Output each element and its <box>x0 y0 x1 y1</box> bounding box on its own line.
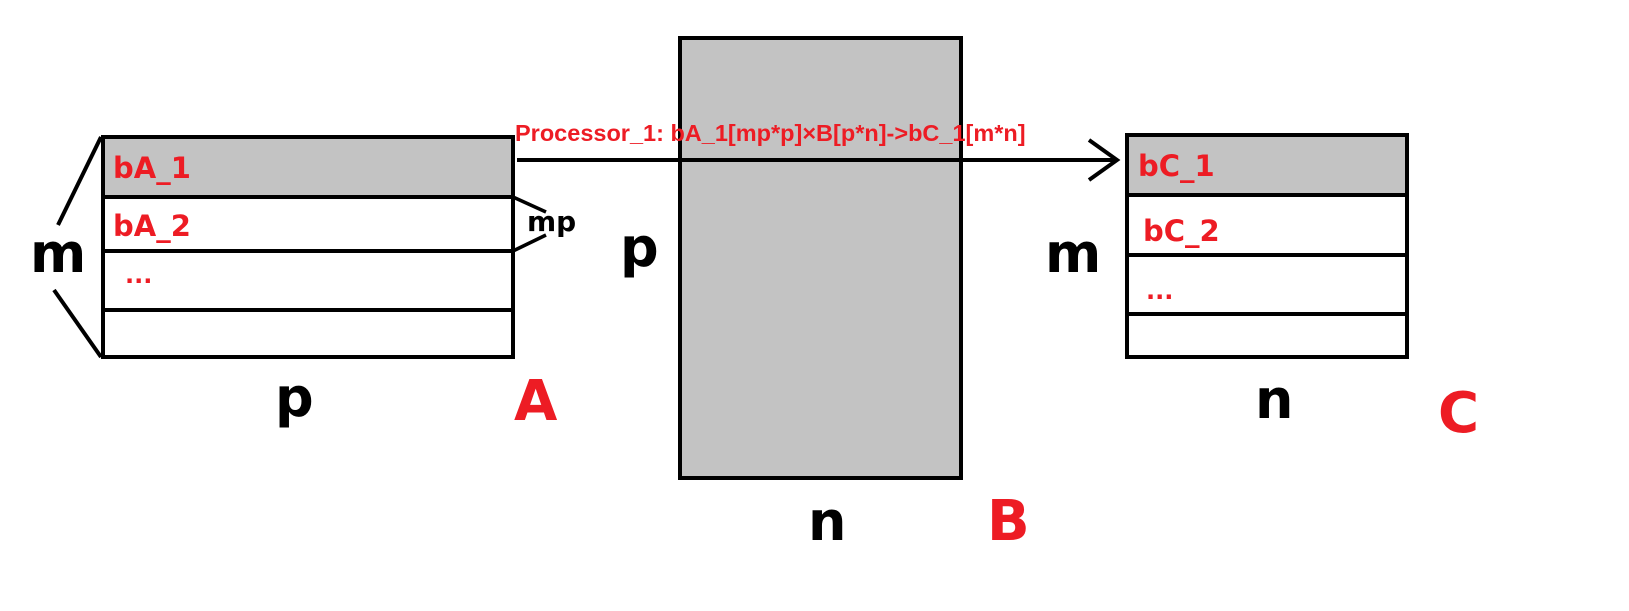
matrix-a: bA_1 bA_2 ... m mp p A <box>30 135 576 434</box>
matrix-a-outline <box>101 135 515 359</box>
matrix-a-block-2-label: bA_2 <box>113 209 191 243</box>
matrix-c-block-ellipsis: ... <box>1146 277 1173 305</box>
matrix-a-block-1-highlight <box>103 137 513 197</box>
matrix-c-rows-label: m <box>1045 222 1101 285</box>
matrix-a-block-brace-top <box>512 195 547 214</box>
matrix-c-cols-label: n <box>1255 368 1293 431</box>
matrix-b-name: B <box>987 489 1030 554</box>
matrix-c-block-2-label: bC_2 <box>1143 214 1220 248</box>
matrix-b-rect <box>678 36 963 480</box>
matrix-a-block-ellipsis: ... <box>125 261 152 289</box>
matrix-a-cols-label: p <box>275 366 314 429</box>
arrow-head-icon <box>1087 138 1121 182</box>
matrix-b: p n B <box>620 36 1030 554</box>
matrix-c-name: C <box>1438 381 1479 446</box>
processor-arrow: Processor_1: bA_1[mp*p]×B[p*n]->bC_1[m*n… <box>515 120 1121 182</box>
matrix-c-outline <box>1125 133 1409 359</box>
matrix-a-block-size-label: mp <box>527 205 576 238</box>
matrix-a-rows-label: m <box>30 222 86 285</box>
matrix-c-block-1-highlight <box>1127 135 1407 195</box>
matrix-a-rows-brace-top <box>56 136 103 226</box>
matrix-c: bC_1 bC_2 ... m n C <box>1045 133 1479 446</box>
processor-caption: Processor_1: bA_1[mp*p]×B[p*n]->bC_1[m*n… <box>515 120 1026 146</box>
matrix-a-rows-brace-bottom <box>52 288 103 359</box>
matrix-a-name: A <box>514 369 558 434</box>
matrix-b-rows-label: p <box>620 216 659 279</box>
matrix-a-block-brace-bottom <box>512 233 547 253</box>
matrix-a-block-1-label: bA_1 <box>113 151 191 185</box>
matrix-c-block-1-label: bC_1 <box>1138 149 1215 183</box>
matrix-b-cols-label: n <box>808 490 846 553</box>
